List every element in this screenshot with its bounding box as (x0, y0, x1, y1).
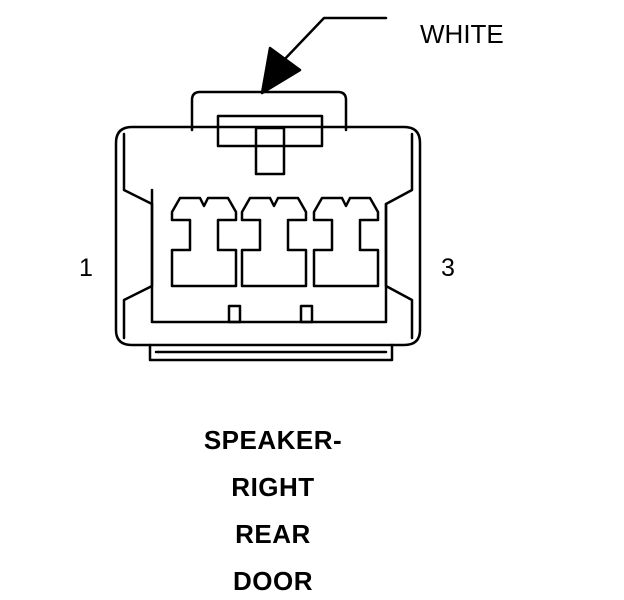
connector-latch (190, 90, 348, 132)
pin-1-label: 1 (79, 254, 93, 282)
bottom-notch-left (227, 304, 242, 324)
latch-inner-slot (216, 114, 324, 148)
connector-color-label: WHITE (420, 19, 504, 49)
connector-skirt (148, 343, 394, 362)
caption-line-3: REAR (235, 519, 311, 549)
caption-line-2: RIGHT (231, 472, 315, 502)
terminal-cavity-3 (312, 196, 380, 288)
connector-face (150, 202, 388, 324)
caption-line-4: DOOR (233, 566, 313, 596)
color-leader-line (280, 16, 388, 64)
housing-left-rib (122, 132, 154, 340)
pin-3-label: 3 (441, 254, 455, 282)
terminal-cavity-2 (240, 196, 308, 288)
bottom-notch-right (299, 304, 314, 324)
terminal-cavity-1 (170, 196, 238, 288)
connector-housing (114, 125, 422, 347)
caption-line-1: SPEAKER- (203, 425, 343, 455)
housing-right-rib (384, 132, 414, 340)
latch-center-post (254, 126, 286, 176)
color-leader-arrowhead (260, 46, 302, 95)
